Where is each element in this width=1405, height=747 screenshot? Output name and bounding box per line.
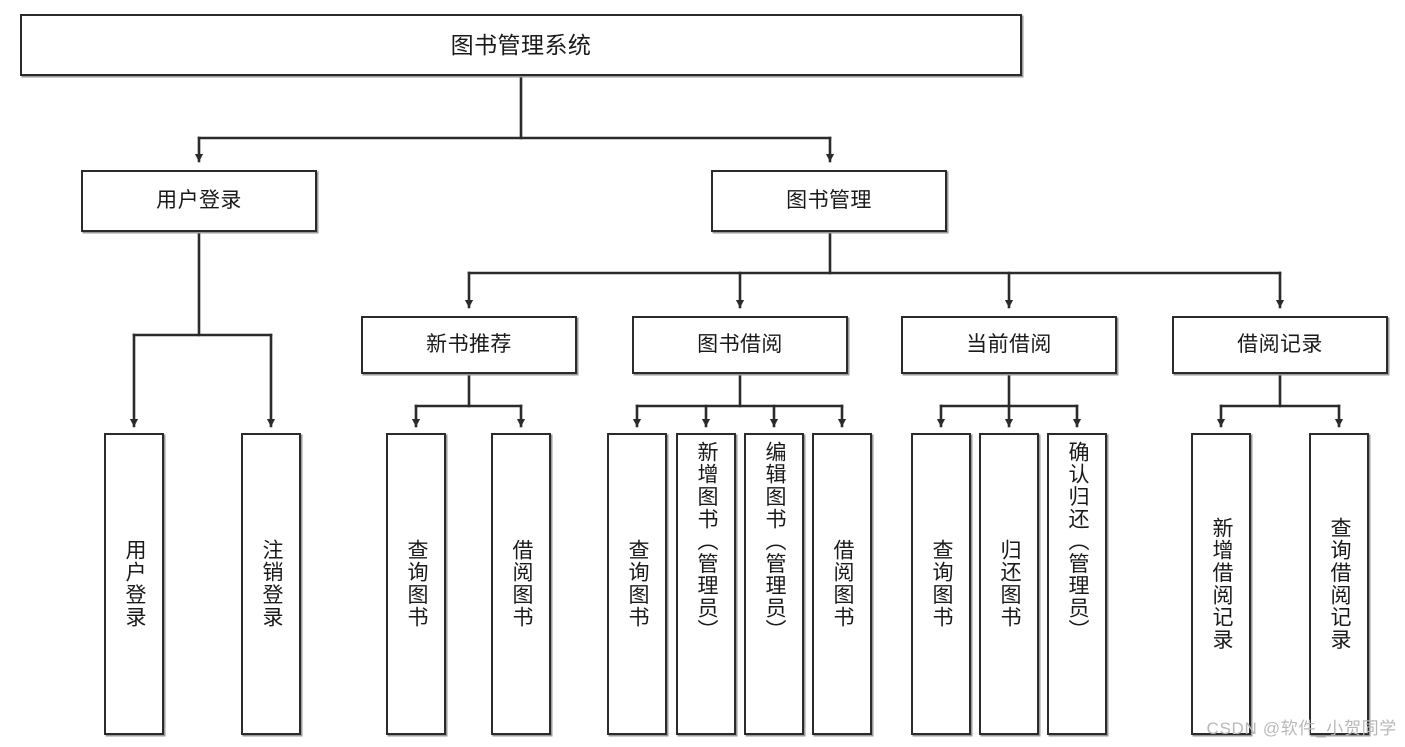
node-leaf-borrow-book-borrow[interactable]: 借阅图书: [812, 433, 872, 735]
node-label: 归还图书: [998, 539, 1022, 629]
node-leaf-query-book-current[interactable]: 查询图书: [911, 433, 971, 735]
node-leaf-add-book-admin[interactable]: 新增图书（管理员）: [676, 433, 736, 735]
node-label: 新增借阅记录: [1210, 517, 1234, 651]
node-label: 查询图书: [930, 539, 954, 629]
node-leaf-user-login[interactable]: 用户登录: [104, 433, 164, 735]
node-label: 新增图书（管理员）: [695, 441, 719, 642]
node-label: 新书推荐: [426, 332, 512, 356]
node-label: 借阅图书: [831, 539, 855, 629]
node-leaf-borrow-book-recommend[interactable]: 借阅图书: [491, 433, 551, 735]
node-leaf-return-book[interactable]: 归还图书: [979, 433, 1039, 735]
node-label: 借阅图书: [510, 539, 534, 629]
node-label: 图书管理: [786, 188, 872, 212]
node-label: 查询借阅记录: [1328, 517, 1352, 651]
node-leaf-logout-login[interactable]: 注销登录: [241, 433, 301, 735]
node-label: 图书借阅: [697, 332, 783, 356]
node-label: 编辑图书（管理员）: [763, 441, 787, 642]
node-label: 确认归还（管理员）: [1066, 441, 1090, 642]
node-label: 用户登录: [123, 539, 147, 629]
node-label: 注销登录: [260, 539, 284, 629]
node-label: 当前借阅: [966, 332, 1052, 356]
node-leaf-query-borrow-record[interactable]: 查询借阅记录: [1309, 433, 1369, 735]
node-borrow-record[interactable]: 借阅记录: [1172, 316, 1388, 374]
node-label: 图书管理系统: [450, 31, 592, 58]
node-leaf-query-book-recommend[interactable]: 查询图书: [386, 433, 446, 735]
node-label: 查询图书: [405, 539, 429, 629]
node-book-borrow[interactable]: 图书借阅: [632, 316, 848, 374]
node-label: 借阅记录: [1237, 332, 1323, 356]
node-leaf-add-borrow-record[interactable]: 新增借阅记录: [1191, 433, 1251, 735]
node-root-book-management-system[interactable]: 图书管理系统: [20, 14, 1022, 76]
csdn-watermark: CSDN @软件_小贺同学: [1206, 719, 1397, 738]
node-label: 查询图书: [626, 539, 650, 629]
node-current-borrow[interactable]: 当前借阅: [901, 316, 1117, 374]
node-leaf-query-book-borrow[interactable]: 查询图书: [607, 433, 667, 735]
node-leaf-confirm-return-admin[interactable]: 确认归还（管理员）: [1047, 433, 1107, 735]
node-new-book-recommend[interactable]: 新书推荐: [361, 316, 577, 374]
node-user-login[interactable]: 用户登录: [81, 170, 317, 232]
node-leaf-edit-book-admin[interactable]: 编辑图书（管理员）: [744, 433, 804, 735]
node-label: 用户登录: [156, 188, 242, 212]
node-book-management[interactable]: 图书管理: [711, 170, 947, 232]
